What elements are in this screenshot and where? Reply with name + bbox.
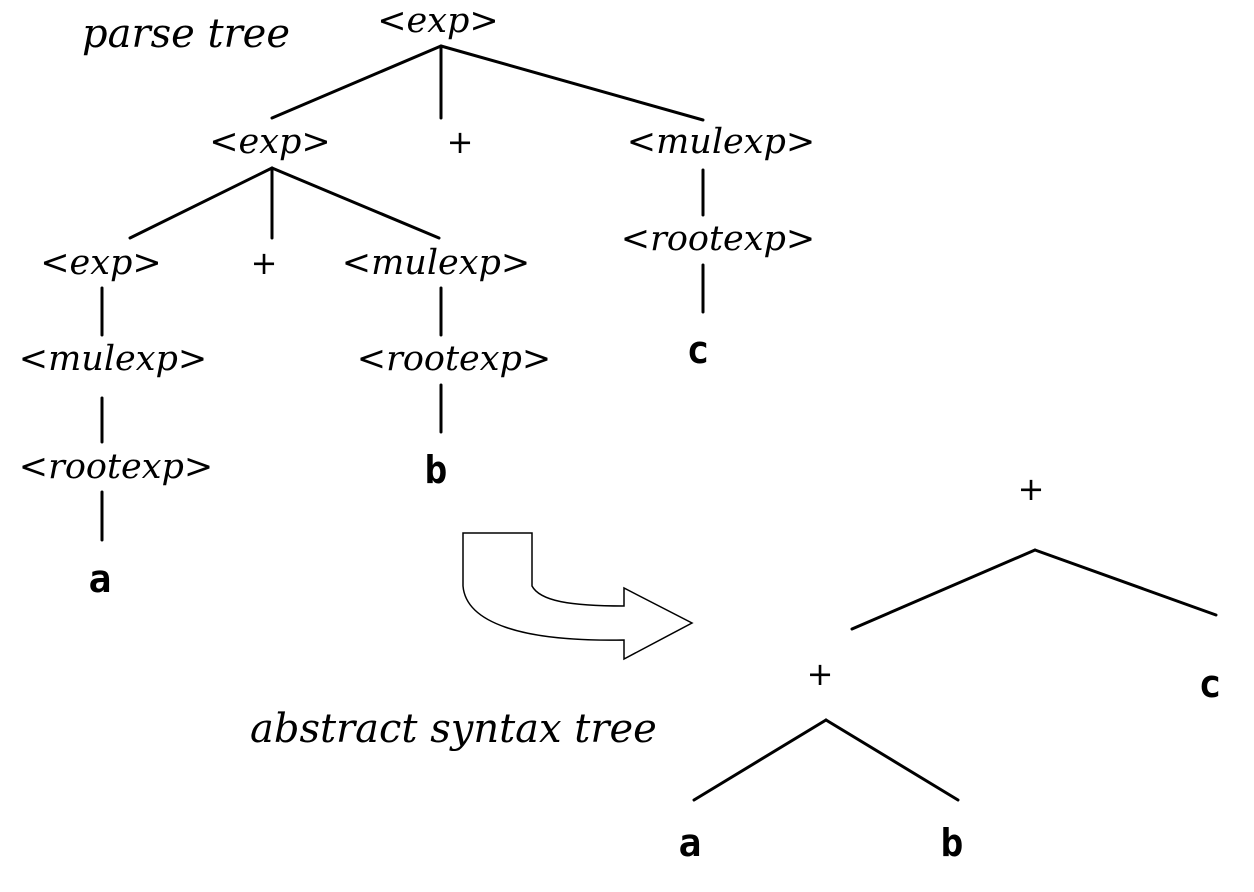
- ast-edge-root-inner: [850, 548, 1037, 631]
- ast-edges: [692, 548, 1218, 802]
- pt-leaf-c: c: [687, 328, 710, 372]
- ast-inner-plus: +: [807, 655, 834, 693]
- transform-arrow: [462, 532, 694, 661]
- pt-rootexp-b: <rootexp>: [357, 339, 551, 379]
- pt-rootexp-c: <rootexp>: [621, 219, 815, 259]
- pt-rootexp-a: <rootexp>: [19, 447, 213, 487]
- ast-leaf-a: a: [679, 821, 702, 865]
- ast-root-plus: +: [1018, 470, 1045, 508]
- pt-l1-plus: +: [447, 123, 474, 161]
- ast-edge-root-c: [1033, 548, 1218, 617]
- parse-tree-nodes: <exp> <exp> + <mulexp> <exp> + <mulexp> …: [19, 1, 815, 601]
- pt-l1-exp: <exp>: [209, 122, 331, 162]
- ast-nodes: + + c a b: [679, 470, 1222, 865]
- ast-edge-inner-b: [824, 718, 960, 802]
- pt-l2-mulexp: <mulexp>: [342, 243, 530, 283]
- ast-edge-inner-a: [692, 718, 828, 802]
- pt-l2-plus: +: [251, 244, 278, 282]
- pt-l1-mulexp: <mulexp>: [627, 122, 815, 162]
- pt-mulexp-a: <mulexp>: [19, 339, 207, 379]
- ast-caption: abstract syntax tree: [250, 706, 657, 752]
- ast-leaf-c: c: [1199, 662, 1222, 706]
- pt-root-exp: <exp>: [377, 1, 499, 41]
- pt-leaf-b: b: [425, 448, 448, 492]
- parse-tree-edges: [100, 44, 705, 542]
- pt-leaf-a: a: [89, 557, 112, 601]
- edge-exp-mulexp: [270, 166, 441, 240]
- edge-exp-exp: [128, 166, 274, 240]
- ast-leaf-b: b: [941, 821, 964, 865]
- parse-tree-caption: parse tree: [82, 11, 290, 57]
- pt-l2-exp: <exp>: [40, 243, 162, 283]
- edge-root-exp: [270, 44, 443, 120]
- edge-root-mulexp: [439, 44, 705, 122]
